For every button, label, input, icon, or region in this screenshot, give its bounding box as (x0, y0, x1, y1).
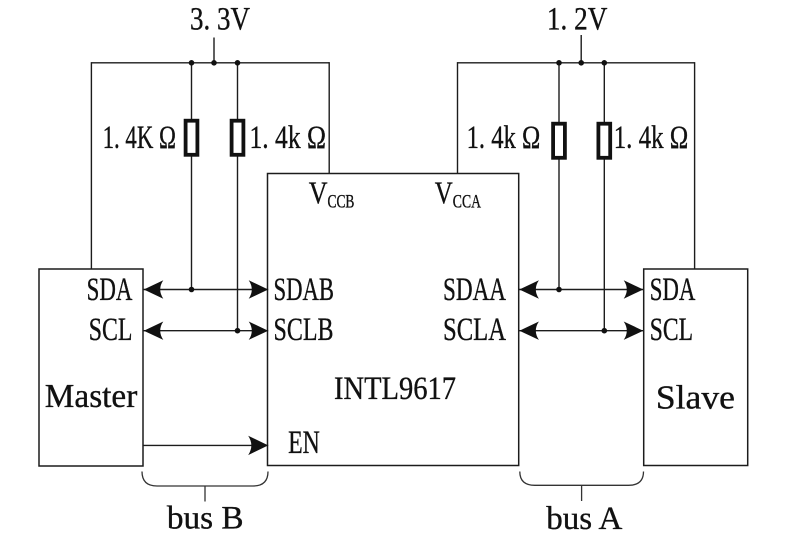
svg-text:3. 3V: 3. 3V (190, 1, 250, 37)
svg-text:Slave: Slave (656, 380, 735, 417)
svg-text:1. 4k Ω: 1. 4k Ω (614, 120, 689, 156)
svg-text:INTL9617: INTL9617 (334, 371, 456, 407)
svg-text:SCLB: SCLB (274, 312, 334, 348)
svg-text:SCLA: SCLA (443, 312, 506, 348)
svg-text:V: V (435, 175, 453, 211)
svg-text:Master: Master (45, 378, 138, 415)
svg-text:EN: EN (288, 425, 320, 461)
svg-text:1. 2V: 1. 2V (547, 2, 608, 38)
svg-text:SCL: SCL (89, 312, 133, 348)
svg-text:SCL: SCL (650, 312, 693, 348)
svg-text:bus A: bus A (546, 501, 622, 537)
svg-text:CCB: CCB (328, 192, 355, 213)
svg-text:SDAA: SDAA (443, 272, 506, 308)
svg-text:1. 4K Ω: 1. 4K Ω (103, 120, 176, 156)
svg-text:CCA: CCA (453, 192, 481, 213)
svg-text:V: V (309, 175, 328, 211)
svg-text:SDA: SDA (87, 272, 133, 308)
svg-text:bus B: bus B (167, 501, 244, 537)
svg-text:1. 4k Ω: 1. 4k Ω (250, 120, 327, 156)
svg-text:SDAB: SDAB (274, 272, 335, 308)
svg-text:SDA: SDA (650, 272, 696, 308)
svg-text:1. 4k Ω: 1. 4k Ω (467, 120, 541, 156)
